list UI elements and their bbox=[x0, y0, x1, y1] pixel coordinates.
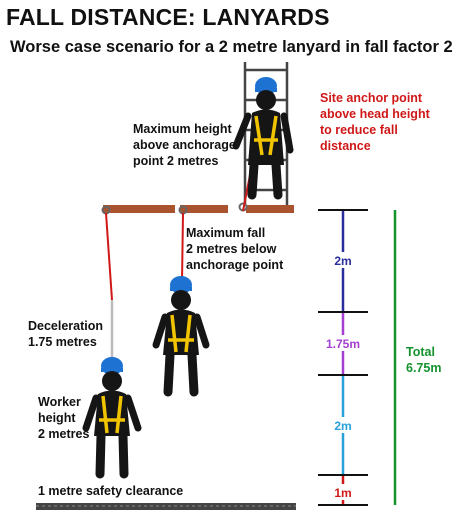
segment-label-2m-bottom: 2m bbox=[334, 419, 351, 433]
worker-on-ladder bbox=[232, 77, 294, 200]
segment-label-1-75m: 1.75m bbox=[326, 337, 360, 351]
page-subtitle: Worse case scenario for a 2 metre lanyar… bbox=[10, 38, 453, 56]
label-total: Total 6.75m bbox=[406, 345, 442, 375]
anchor-beam-left bbox=[103, 205, 175, 213]
segment-label-2m-top: 2m bbox=[334, 254, 351, 268]
measurement-scale: 2m 1.75m 2m 1m bbox=[318, 209, 397, 506]
anchor-beam-middle bbox=[180, 205, 228, 213]
page-title: FALL DISTANCE: LANYARDS bbox=[6, 4, 330, 30]
label-safety-clearance: 1 metre safety clearance bbox=[38, 484, 184, 498]
segment-label-1m: 1m bbox=[334, 486, 351, 500]
worker-at-deceleration bbox=[82, 357, 142, 479]
label-worker-height: Worker height 2 metres bbox=[38, 395, 90, 441]
label-max-height: Maximum height above anchorage point 2 m… bbox=[133, 122, 236, 168]
worker-after-fall bbox=[152, 276, 210, 397]
anchor-beam-right bbox=[246, 205, 294, 213]
label-site-anchor-point: Site anchor point above head height to r… bbox=[320, 91, 430, 153]
label-max-fall: Maximum fall 2 metres below anchorage po… bbox=[186, 226, 284, 272]
ground-surface bbox=[36, 503, 296, 510]
label-deceleration: Deceleration 1.75 metres bbox=[28, 319, 104, 349]
